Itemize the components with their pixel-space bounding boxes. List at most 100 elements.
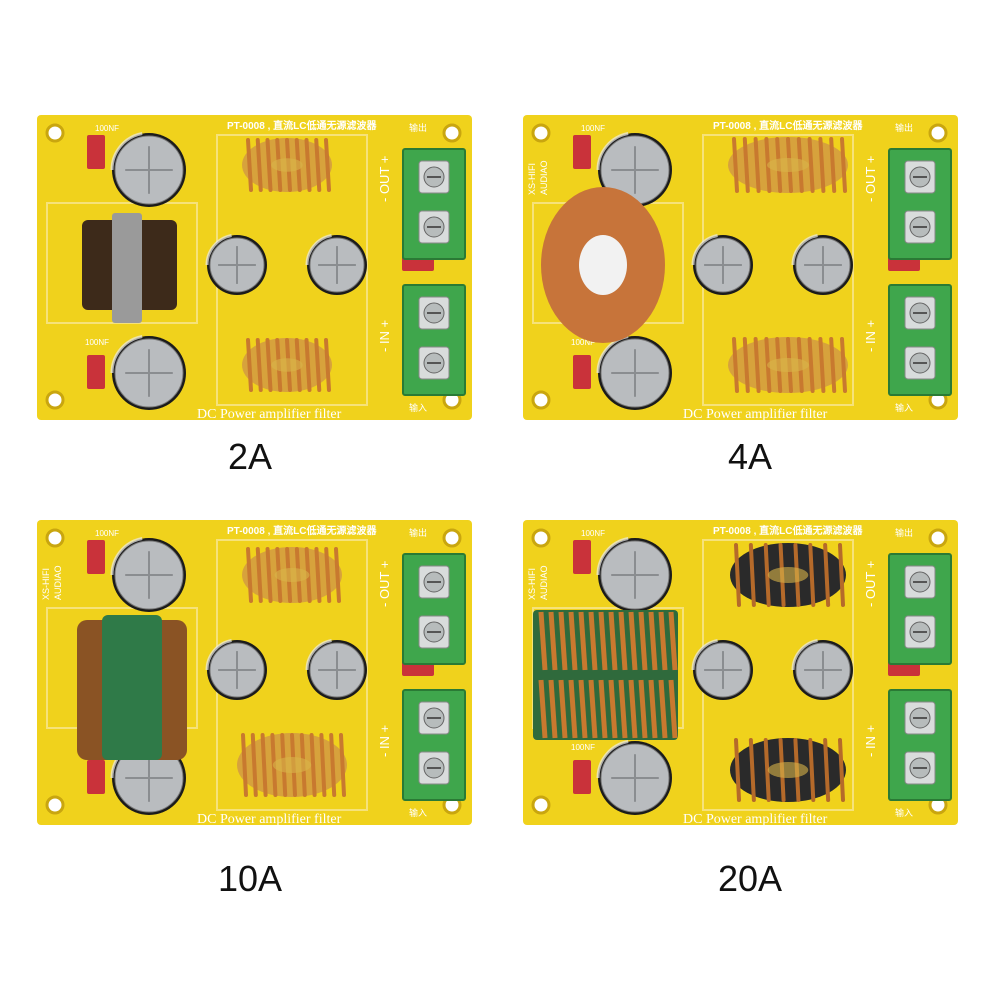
out-label-text: - OUT + [863, 561, 878, 607]
mounting-hole [928, 528, 948, 548]
large-toroid-inductor [541, 187, 665, 343]
mounting-hole [45, 795, 65, 815]
toroid-center [767, 158, 809, 172]
copper-winding [588, 679, 598, 739]
copper-winding [304, 138, 312, 192]
out-label-text: - OUT + [377, 156, 392, 202]
copper-winding [763, 543, 771, 607]
copper-winding [823, 738, 831, 802]
toroid-center [271, 158, 303, 172]
copper-winding [753, 137, 761, 193]
screw-terminal [402, 553, 466, 665]
film-capacitor-100nf [573, 760, 591, 794]
screw-terminal [888, 284, 952, 396]
copper-winding [568, 611, 578, 671]
capacitor-sleeve-print [596, 132, 629, 171]
current-rating-label: 4A [727, 436, 773, 477]
film-capacitor-100nf [87, 355, 105, 389]
copper-winding [658, 679, 668, 739]
copper-winding [753, 337, 761, 393]
copper-winding [658, 611, 668, 671]
toroid-inductor [730, 738, 846, 802]
mounting-hole [531, 528, 551, 548]
electrolytic-capacitor [691, 234, 753, 295]
toroid-inductor [242, 547, 342, 603]
choke-green-wrap [102, 615, 162, 760]
electrolytic-capacitor [596, 537, 672, 612]
brand-text: XS-HIFI [527, 163, 537, 195]
copper-winding [246, 547, 253, 603]
toroid-center [272, 757, 312, 773]
copper-winding [538, 679, 548, 739]
out-cn-text: 输出 [895, 527, 913, 538]
copper-winding [339, 733, 346, 797]
copper-winding [324, 138, 331, 192]
copper-winding [734, 543, 741, 607]
copper-winding [618, 679, 628, 739]
copper-winding [241, 733, 248, 797]
copper-winding [314, 338, 322, 392]
screw-terminal [402, 148, 466, 260]
brand-text: AUDIAO [53, 565, 63, 600]
mounting-hole [45, 528, 65, 548]
copper-winding [246, 138, 253, 192]
electrolytic-capacitor [791, 639, 853, 700]
copper-winding [309, 733, 317, 797]
copper-winding [838, 738, 845, 802]
copper-winding [807, 337, 815, 393]
electrolytic-capacitor [791, 234, 853, 295]
electrolytic-capacitor [110, 335, 186, 410]
copper-winding [732, 337, 739, 393]
copper-winding [598, 679, 608, 739]
copper-winding [329, 733, 337, 797]
electrolytic-capacitor [205, 234, 267, 295]
cap-label-text: 100NF [95, 124, 119, 133]
copper-winding [314, 547, 322, 603]
in-cn-text: 输入 [895, 807, 913, 818]
toroid-inductor [730, 543, 846, 607]
cap-label-text: 100NF [581, 529, 605, 538]
capacitor-sleeve-print [110, 335, 143, 374]
copper-winding [548, 611, 558, 671]
electrolytic-capacitor [691, 639, 753, 700]
toroid-center [767, 358, 809, 372]
toroid-inductor [237, 733, 347, 797]
electrolytic-capacitor [110, 537, 186, 612]
brand-text: AUDIAO [539, 160, 549, 195]
copper-winding [578, 679, 588, 739]
in-cn-text: 输入 [895, 402, 913, 413]
copper-winding [260, 733, 268, 797]
copper-winding [628, 611, 638, 671]
copper-winding [734, 738, 741, 802]
film-capacitor-100nf [87, 135, 105, 169]
toroid-inductor [728, 337, 848, 393]
copper-winding [742, 137, 750, 193]
footer-text: DC Power amplifier filter [683, 407, 828, 422]
cap-label-text: 100NF [571, 338, 595, 347]
electrolytic-capacitor [596, 335, 672, 410]
copper-winding [823, 543, 831, 607]
current-rating-label: 10A [217, 858, 283, 899]
mounting-hole [531, 123, 551, 143]
brand-text: XS-HIFI [41, 568, 51, 600]
mounting-hole [45, 123, 65, 143]
screw-terminal [888, 148, 952, 260]
copper-winding [748, 738, 756, 802]
out-label-text: - OUT + [863, 156, 878, 202]
copper-winding [255, 138, 263, 192]
toroid-center [271, 358, 303, 372]
copper-winding [732, 137, 739, 193]
copper-winding [638, 611, 648, 671]
cap-label-text: 100NF [85, 338, 109, 347]
copper-winding [265, 138, 273, 192]
